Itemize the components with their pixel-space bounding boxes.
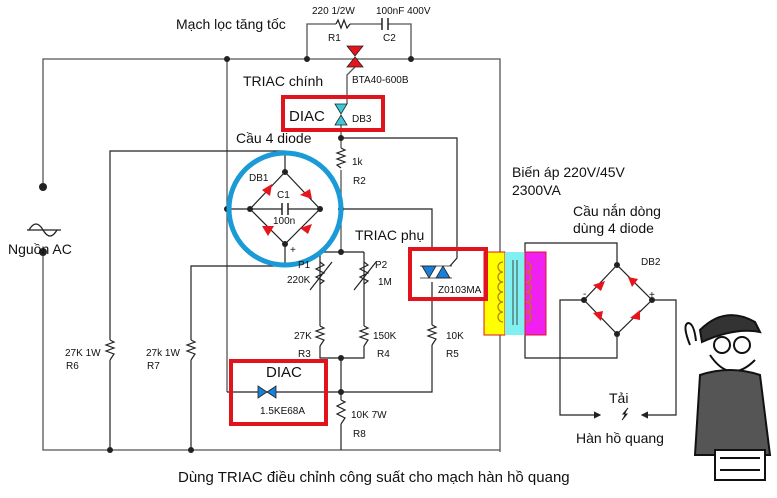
r5-label: R5 [446,349,459,360]
load-label: Tải [609,390,628,406]
db2-plus: + [649,290,655,301]
bridge1-label: Cầu 4 diode [236,130,312,146]
r1-label: R1 [328,33,341,44]
db1-plus: + [290,245,296,256]
main-triac-icon [346,45,364,68]
diac-bottom-label: DIAC [266,364,302,381]
diac-top-highlight [281,95,385,132]
c1-label: C1 [277,190,290,201]
transformer [483,251,547,336]
r4-resistor [358,325,370,347]
r2-resistor [335,147,347,169]
junction-dots [39,56,655,453]
diac-bottom-part: 1.5KE68A [260,406,305,417]
diac-1-5ke68a-icon [257,385,277,399]
p2-potentiometer [353,261,377,291]
r2-value: 1k [352,157,364,168]
c2-capacitor [381,18,389,30]
triac-aux-part: Z0103MA [438,285,482,296]
aux-triac-icon [420,265,452,279]
transformer-label: Biến áp 220V/45V [512,164,626,180]
r5-value: 10K [446,331,464,342]
r2-label: R2 [353,176,366,187]
r3-value: 27K [294,331,312,342]
r7-label: R7 [147,361,160,372]
welder-label: Hàn hồ quang [576,430,664,446]
r6-label: R6 [66,361,79,372]
diac-top-part: DB3 [352,114,372,125]
filter-label: Mạch lọc tăng tốc [176,16,286,32]
diac-db3-icon [334,103,348,126]
diac-bottom-highlight [229,359,328,426]
arc-icon [621,407,629,421]
wires [42,23,677,452]
db1-label: DB1 [249,173,269,184]
p1-label: P1 [298,260,311,271]
p1-value: 220K [287,275,311,286]
r3-resistor [314,325,326,347]
r6-value: 27K 1W [65,348,101,359]
r7-value: 27k 1W [146,348,180,359]
r3-label: R3 [298,349,311,360]
db2-minus: - [583,289,586,300]
p2-value: 1M [378,277,392,288]
db2-label: DB2 [641,257,661,268]
r8-label: R8 [353,429,366,440]
bridge2-label: Cầu nắn dòng [573,203,661,219]
r6-resistor [104,339,116,361]
bridge-db2 [583,264,653,335]
c2-value: 100nF 400V [376,6,431,17]
diac-top-label: DIAC [289,108,325,125]
cartoon-man-illustration [684,314,772,481]
p2-label: P2 [375,260,388,271]
r8-value: 10K 7W [351,410,387,421]
transformer-rating: 2300VA [512,182,561,198]
r1-resistor [335,18,351,30]
triac-aux-label: TRIAC phụ [355,227,424,243]
r8-resistor [335,399,347,425]
r4-value: 150K [373,331,397,342]
bridge-highlight-circle [226,150,344,268]
labels: Mạch lọc tăng tốc 220 1/2W R1 100nF 400V… [8,6,664,486]
caption: Dùng TRIAC điều chỉnh công suất cho mạch… [178,469,570,486]
r4-label: R4 [377,349,390,360]
triac-main-part: BTA40-600B [352,75,409,86]
p1-potentiometer [309,261,333,291]
r1-value: 220 1/2W [312,6,355,17]
bridge-db1 [226,150,344,268]
c2-label: C2 [383,33,396,44]
c1-value: 100n [273,216,295,227]
r5-resistor [426,324,438,346]
source-label: Nguồn AC [8,241,72,257]
ac-source-icon [27,223,61,237]
triac-main-label: TRIAC chính [243,73,323,89]
bridge2-label-2: dùng 4 diode [573,220,654,236]
resistors [104,18,438,425]
triac-aux-highlight [408,247,488,301]
r7-resistor [185,339,197,361]
